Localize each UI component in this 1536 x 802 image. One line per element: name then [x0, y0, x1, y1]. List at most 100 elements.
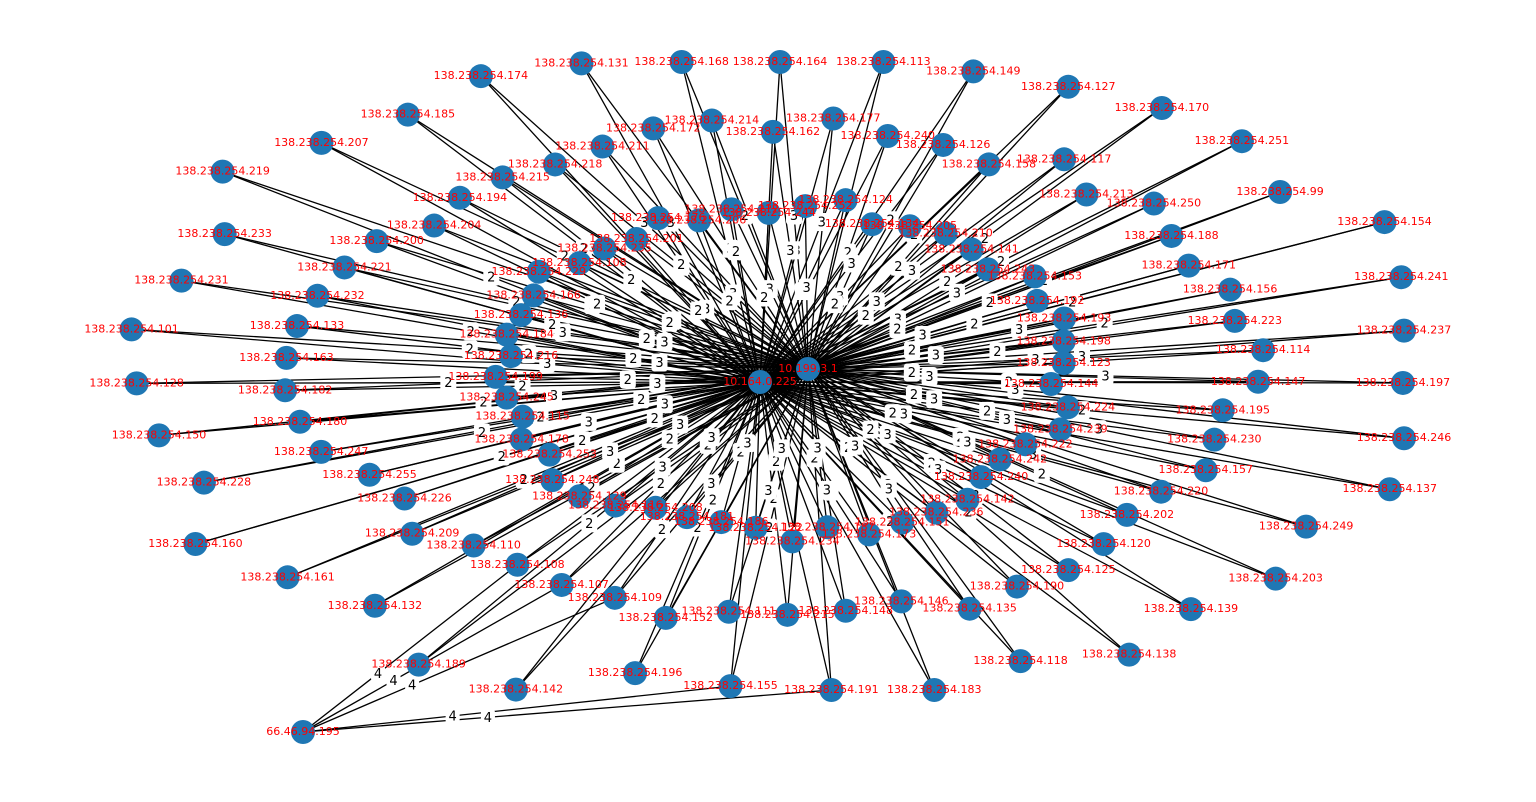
leaf-node[interactable]: [833, 188, 858, 213]
leaf-node[interactable]: [490, 165, 515, 190]
leaf-node[interactable]: [406, 652, 431, 677]
leaf-node[interactable]: [957, 596, 982, 621]
leaf-node[interactable]: [210, 159, 235, 184]
leaf-node[interactable]: [653, 605, 678, 630]
leaf-node[interactable]: [815, 515, 840, 540]
leaf-node[interactable]: [395, 102, 420, 127]
leaf-node[interactable]: [1022, 264, 1047, 289]
leaf-node[interactable]: [687, 208, 712, 233]
leaf-node[interactable]: [590, 134, 615, 159]
hub-node[interactable]: [748, 370, 772, 394]
leaf-node[interactable]: [669, 50, 694, 74]
leaf-node[interactable]: [716, 599, 741, 624]
leaf-node[interactable]: [1074, 182, 1099, 207]
leaf-node[interactable]: [1149, 479, 1174, 504]
leaf-node[interactable]: [1091, 532, 1116, 557]
leaf-node[interactable]: [924, 500, 949, 525]
leaf-node[interactable]: [718, 674, 743, 699]
leaf-node[interactable]: [933, 221, 958, 246]
leaf-node[interactable]: [1051, 351, 1076, 376]
leaf-node[interactable]: [1218, 277, 1243, 302]
leaf-node[interactable]: [961, 59, 986, 84]
leaf-node[interactable]: [624, 227, 649, 252]
leaf-node[interactable]: [1056, 558, 1081, 583]
leaf-node[interactable]: [305, 283, 330, 308]
leaf-node[interactable]: [775, 602, 800, 627]
leaf-node[interactable]: [602, 585, 627, 610]
leaf-node[interactable]: [124, 371, 149, 396]
leaf-node[interactable]: [309, 439, 334, 464]
leaf-node[interactable]: [1392, 318, 1416, 343]
leaf-node[interactable]: [1202, 427, 1227, 452]
leaf-node[interactable]: [1004, 574, 1029, 599]
leaf-node[interactable]: [461, 533, 486, 558]
leaf-node[interactable]: [275, 565, 300, 590]
leaf-node[interactable]: [1039, 372, 1064, 397]
leaf-node[interactable]: [1193, 458, 1218, 483]
leaf-node[interactable]: [498, 344, 523, 369]
leaf-node[interactable]: [871, 50, 896, 74]
leaf-node[interactable]: [756, 200, 781, 225]
leaf-node[interactable]: [569, 51, 594, 76]
leaf-node[interactable]: [603, 493, 628, 518]
hub-node[interactable]: [796, 357, 820, 381]
leaf-node[interactable]: [889, 589, 914, 614]
leaf-node[interactable]: [1114, 502, 1139, 527]
leaf-node[interactable]: [147, 423, 172, 448]
leaf-node[interactable]: [699, 108, 724, 133]
leaf-node[interactable]: [364, 229, 389, 254]
leaf-node[interactable]: [860, 212, 885, 237]
leaf-node[interactable]: [537, 442, 562, 467]
leaf-node[interactable]: [1013, 432, 1038, 457]
leaf-node[interactable]: [362, 593, 387, 618]
leaf-node[interactable]: [643, 495, 668, 520]
leaf-node[interactable]: [719, 197, 744, 222]
leaf-node[interactable]: [494, 322, 519, 347]
leaf-node[interactable]: [543, 152, 568, 177]
leaf-node[interactable]: [526, 259, 551, 284]
leaf-node[interactable]: [931, 132, 956, 157]
leaf-node[interactable]: [922, 678, 947, 702]
leaf-node[interactable]: [955, 487, 980, 512]
leaf-node[interactable]: [503, 677, 528, 702]
leaf-node[interactable]: [760, 119, 785, 144]
leaf-node[interactable]: [1052, 306, 1077, 331]
leaf-node[interactable]: [821, 106, 846, 131]
leaf-node[interactable]: [468, 64, 493, 89]
leaf-node[interactable]: [392, 486, 417, 511]
leaf-node[interactable]: [780, 529, 805, 554]
leaf-node[interactable]: [521, 283, 546, 308]
leaf-node[interactable]: [1149, 95, 1174, 120]
leaf-node[interactable]: [819, 678, 844, 702]
leaf-node[interactable]: [422, 213, 447, 238]
leaf-node[interactable]: [447, 185, 472, 210]
leaf-node[interactable]: [1246, 369, 1271, 394]
leaf-node[interactable]: [509, 303, 534, 328]
leaf-node[interactable]: [540, 468, 565, 493]
leaf-node[interactable]: [1052, 147, 1077, 172]
leaf-node[interactable]: [1389, 265, 1414, 290]
outlier-node[interactable]: [291, 720, 315, 744]
leaf-node[interactable]: [641, 116, 666, 141]
leaf-node[interactable]: [1251, 338, 1276, 363]
leaf-node[interactable]: [1390, 370, 1415, 395]
leaf-node[interactable]: [1051, 329, 1076, 354]
leaf-node[interactable]: [505, 552, 530, 577]
leaf-node[interactable]: [494, 385, 519, 410]
leaf-node[interactable]: [1056, 74, 1081, 99]
leaf-node[interactable]: [1141, 191, 1166, 216]
leaf-node[interactable]: [191, 470, 216, 495]
leaf-node[interactable]: [284, 314, 309, 339]
leaf-node[interactable]: [1263, 566, 1288, 591]
leaf-node[interactable]: [1048, 417, 1073, 442]
leaf-node[interactable]: [400, 521, 425, 546]
leaf-node[interactable]: [1294, 514, 1319, 539]
leaf-node[interactable]: [1229, 129, 1254, 154]
leaf-node[interactable]: [969, 465, 994, 490]
leaf-node[interactable]: [567, 251, 592, 276]
leaf-node[interactable]: [793, 194, 818, 219]
leaf-node[interactable]: [987, 447, 1012, 472]
leaf-node[interactable]: [646, 206, 671, 231]
leaf-node[interactable]: [890, 510, 915, 535]
leaf-node[interactable]: [1222, 308, 1247, 333]
